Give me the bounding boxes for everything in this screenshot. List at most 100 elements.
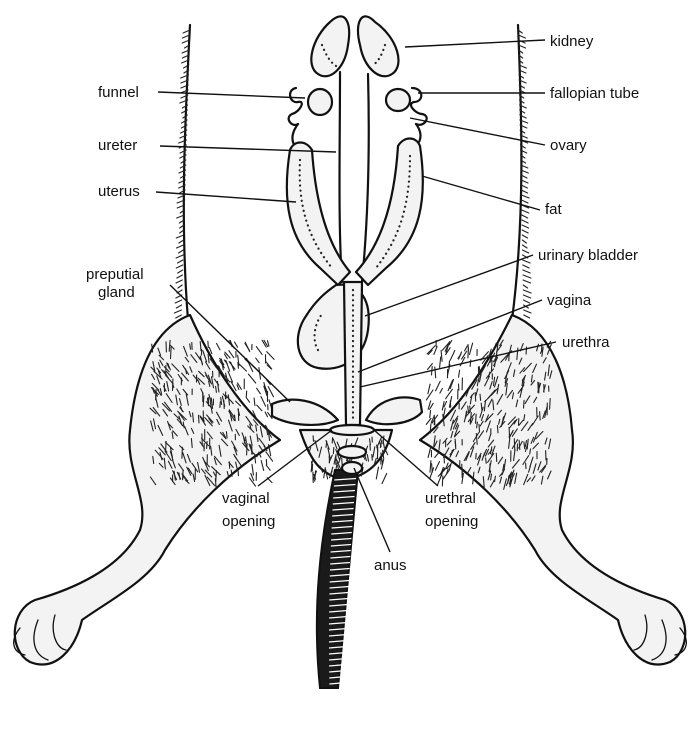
fur-stroke <box>539 464 547 473</box>
fur-stroke <box>503 478 507 490</box>
wall-hatch-stroke <box>179 174 187 179</box>
fur-stroke <box>192 473 196 483</box>
fur-stroke <box>489 354 492 362</box>
wall-hatch-stroke <box>181 104 189 109</box>
fur-stroke <box>542 410 546 420</box>
fur-stroke <box>335 458 342 470</box>
fur-stroke <box>204 474 211 487</box>
fur-stroke <box>488 433 492 442</box>
fur-stroke <box>531 475 536 482</box>
fur-stroke <box>469 412 472 425</box>
fur-stroke <box>210 397 214 409</box>
wall-hatch-stroke <box>519 129 526 134</box>
fur-stroke <box>489 381 493 390</box>
wall-hatch-stroke <box>519 144 526 149</box>
wall-hatch-stroke <box>522 299 531 304</box>
fur-stroke <box>228 410 236 422</box>
fur-stroke <box>544 437 548 445</box>
fur-stroke <box>487 470 492 481</box>
fur-stroke <box>325 440 328 448</box>
fur-stroke <box>477 466 481 474</box>
fur-stroke <box>199 441 206 449</box>
fur-stroke <box>489 352 496 363</box>
fur-stroke <box>215 385 217 393</box>
fur-stroke <box>465 451 470 461</box>
fur-stroke <box>173 413 180 420</box>
fur-stroke <box>255 357 260 364</box>
fur-stroke <box>457 369 461 378</box>
ovary-right <box>384 86 428 148</box>
fur-stroke <box>189 343 192 350</box>
wall-hatch-stroke <box>176 199 186 204</box>
fur-stroke <box>425 417 432 425</box>
fur-stroke <box>479 393 482 401</box>
fur-stroke <box>429 423 432 434</box>
fur-stroke <box>157 424 164 436</box>
fur-stroke <box>213 455 222 466</box>
fur-stroke <box>364 454 367 462</box>
fur-stroke <box>149 476 157 486</box>
fur-stroke <box>453 430 461 438</box>
fur-stroke <box>248 477 257 487</box>
fur-stroke <box>267 443 272 457</box>
fur-stroke <box>156 375 161 385</box>
fur-stroke <box>469 405 471 413</box>
fur-stroke <box>522 455 530 466</box>
fur-stroke <box>516 347 519 361</box>
fur-stroke <box>256 404 263 412</box>
fur-stroke <box>489 446 493 455</box>
fur-stroke <box>163 366 170 373</box>
fur-stroke <box>179 445 185 451</box>
fur-stroke <box>439 387 443 394</box>
fur-stroke <box>233 446 238 456</box>
fur-stroke <box>238 363 248 372</box>
wall-hatch-stroke <box>521 219 529 224</box>
fur-stroke <box>468 342 474 356</box>
wall-hatch-stroke <box>175 244 184 249</box>
fur-stroke <box>164 450 172 462</box>
fur-stroke <box>448 461 453 471</box>
fur-stroke <box>368 438 371 446</box>
fur-stroke <box>522 376 526 383</box>
fur-stroke <box>450 419 454 431</box>
fur-stroke <box>260 459 265 471</box>
label-uterus: uterus <box>98 183 140 200</box>
fur-stroke <box>480 402 483 412</box>
fur-stroke <box>448 395 453 408</box>
tail-ring <box>333 483 356 487</box>
fur-stroke <box>252 410 258 421</box>
wall-hatch-stroke <box>522 274 532 279</box>
fur-stroke <box>150 420 154 432</box>
fur-stroke <box>178 463 184 472</box>
fur-stroke <box>227 394 231 406</box>
body-wall <box>173 23 532 322</box>
fur-stroke <box>532 463 537 474</box>
fur-stroke <box>499 476 503 484</box>
fur-stroke <box>190 354 198 363</box>
fur-stroke <box>526 477 532 483</box>
fur-stroke <box>225 372 229 384</box>
wall-hatch-stroke <box>175 279 183 284</box>
fur-stroke <box>433 426 439 434</box>
wall-hatch-stroke <box>519 119 529 124</box>
wall-hatch-stroke <box>178 219 185 224</box>
fur-stroke <box>215 411 223 422</box>
fur-stroke <box>527 422 534 431</box>
label-anus: anus <box>374 557 407 574</box>
fur-stroke <box>166 362 170 369</box>
fur-stroke <box>152 455 155 465</box>
fur-stroke <box>490 387 499 396</box>
fur-stroke <box>485 457 487 464</box>
fur-stroke <box>254 454 257 464</box>
fur-stroke <box>435 380 441 392</box>
wall-hatch-stroke <box>518 64 527 69</box>
fur-stroke <box>532 431 538 443</box>
fur-stroke <box>425 389 434 401</box>
wall-hatch-stroke <box>181 49 190 54</box>
fur-stroke <box>204 461 209 472</box>
fur-stroke <box>256 433 259 443</box>
fur-stroke <box>189 366 193 373</box>
fur-stroke <box>178 415 183 426</box>
wall-hatch-stroke <box>520 194 530 199</box>
fur-stroke <box>465 384 471 397</box>
